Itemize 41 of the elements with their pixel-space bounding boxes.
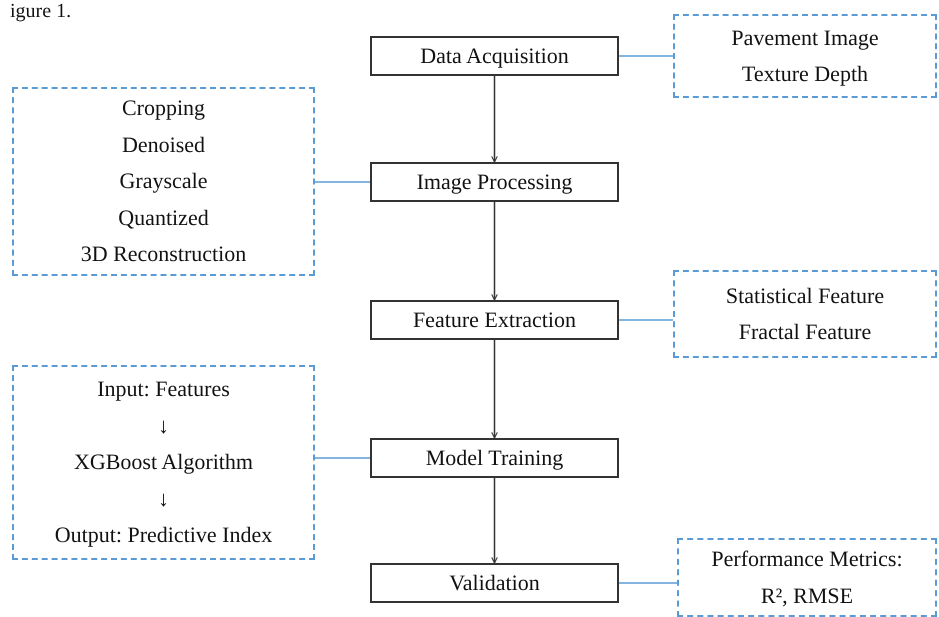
process-box [370, 438, 619, 478]
process-box [370, 36, 619, 76]
note-text: Statistical Feature [726, 282, 884, 310]
connector-line [619, 319, 673, 321]
note-text: Output: Predictive Index [54, 521, 272, 550]
note-box [673, 270, 937, 358]
note-box [12, 87, 315, 276]
step-label: Validation [449, 570, 540, 596]
connector-line [315, 457, 370, 459]
process-box [370, 162, 619, 202]
figure-caption: igure 1. [10, 0, 72, 22]
note-text: Performance Metrics: [711, 545, 903, 573]
note-text: 3D Reconstruction [80, 240, 246, 268]
note-text: XGBoost Algorithm [74, 448, 254, 476]
note-text: Grayscale [120, 167, 208, 196]
step-label: Data Acquisition [420, 42, 569, 70]
note-text: Fractal Feature [738, 318, 872, 346]
connector-line [619, 55, 673, 57]
note-text: ↓ [158, 484, 169, 513]
note-text: Texture Depth [742, 60, 868, 88]
note-text: ↓ [158, 412, 169, 440]
note-text: Quantized [118, 204, 209, 232]
note-text: Cropping [122, 94, 206, 122]
arrow [491, 478, 498, 564]
arrow [491, 76, 498, 163]
arrow [491, 340, 498, 439]
note-text: Pavement Image [731, 24, 879, 52]
connector-line [315, 181, 370, 183]
note-box [677, 538, 937, 617]
note-text: Denoised [122, 130, 206, 159]
process-box [370, 300, 619, 340]
connector-line [619, 582, 677, 584]
note-text: Input: Features [97, 375, 230, 404]
note-box [12, 365, 315, 560]
step-label: Image Processing [416, 168, 572, 196]
process-box [370, 563, 619, 603]
note-text: R², RMSE [760, 582, 854, 610]
note-box [673, 14, 937, 98]
step-label: Model Training [426, 444, 564, 472]
step-label: Feature Extraction [412, 306, 576, 334]
arrow [491, 202, 498, 301]
